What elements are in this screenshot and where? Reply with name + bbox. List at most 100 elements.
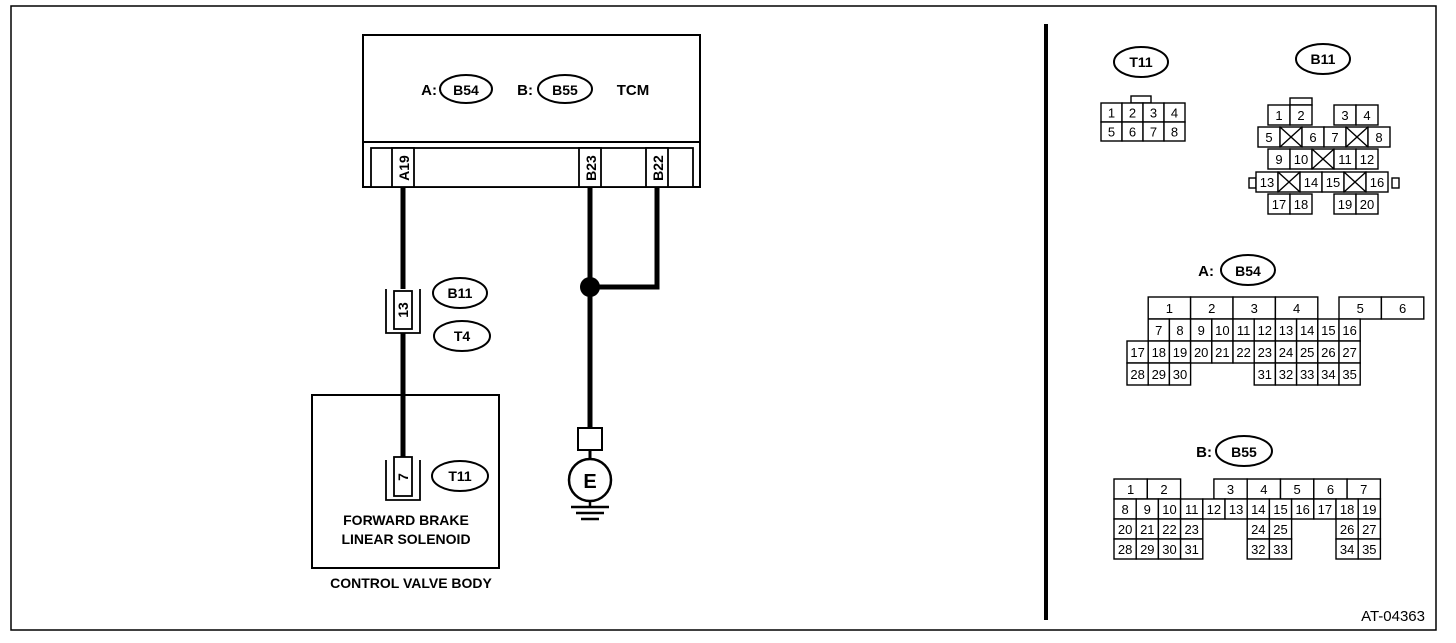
- svg-text:3: 3: [1227, 482, 1234, 497]
- svg-text:7: 7: [1331, 130, 1338, 145]
- svg-text:9: 9: [1275, 152, 1282, 167]
- connector-b54-cell: 8: [1168, 318, 1192, 342]
- connector-b54-cell: 27: [1338, 340, 1361, 364]
- connector-b54-cell: 22: [1232, 340, 1255, 364]
- svg-text:22: 22: [1162, 522, 1176, 537]
- connector-b11-cell: 18: [1289, 193, 1313, 215]
- connector-b55-cell: 4: [1246, 478, 1282, 500]
- svg-text:27: 27: [1362, 522, 1376, 537]
- connector-b11-cell: 7: [1323, 126, 1347, 148]
- connector-b54-cell: 18: [1147, 340, 1171, 364]
- connector-b11-cell: 10: [1289, 148, 1313, 170]
- connector-view-b54-prefix: A:: [1198, 263, 1214, 280]
- connector-b54-cell: 17: [1126, 340, 1149, 364]
- connector-b54-cell: 14: [1295, 318, 1319, 342]
- connector-b55-cell: 9: [1135, 498, 1160, 520]
- connector-b55-cell: 8: [1113, 498, 1137, 520]
- connector-t11-cell: 8: [1163, 121, 1186, 142]
- connector-b55-cell: 16: [1290, 498, 1315, 520]
- connector-b54-cell: 31: [1253, 362, 1277, 386]
- svg-text:3: 3: [1150, 106, 1157, 121]
- solenoid-pin-label: 7: [395, 473, 411, 481]
- diagram-frame: [10, 5, 1437, 631]
- svg-text:26: 26: [1340, 522, 1354, 537]
- svg-text:6: 6: [1129, 125, 1136, 140]
- harness-connector-1-badge: [432, 277, 488, 309]
- svg-text:1: 1: [1108, 106, 1115, 121]
- ground-symbol: E: [567, 427, 613, 521]
- connector-b54-cell: 15: [1317, 318, 1340, 342]
- connector-b54-cell: 13: [1274, 318, 1298, 342]
- connector-b11-cell: 12: [1355, 148, 1379, 170]
- harness-pin-label: 13: [395, 302, 411, 318]
- connector-b55-cell: 20: [1113, 518, 1137, 540]
- connector-view-b55-label: B55: [1231, 444, 1257, 460]
- connector-b55-cell: 22: [1157, 518, 1182, 540]
- svg-text:5: 5: [1294, 482, 1301, 497]
- harness-connector-2-badge: [433, 320, 491, 352]
- connector-b54-cell: 20: [1189, 340, 1213, 364]
- connector-b55-cell: 7: [1346, 478, 1382, 500]
- tcm-connector-b-badge: [537, 74, 593, 104]
- connector-b11-blank-cell: [1279, 126, 1303, 148]
- connector-b55-cell: 29: [1135, 538, 1160, 560]
- control-valve-body: 7 T11 FORWARD BRAKE LINEAR SOLENOID CONT…: [311, 394, 500, 591]
- svg-text:1: 1: [1166, 301, 1173, 316]
- connector-b55-cell: 25: [1268, 518, 1293, 540]
- svg-text:31: 31: [1258, 367, 1272, 382]
- connector-b54-cell: 21: [1211, 340, 1234, 364]
- connector-b54-cell: 12: [1253, 318, 1277, 342]
- svg-text:26: 26: [1321, 345, 1335, 360]
- svg-text:24: 24: [1279, 345, 1293, 360]
- tcm-connector-a-prefix: A:: [421, 82, 437, 99]
- connector-b11-cell: 19: [1333, 193, 1357, 215]
- svg-text:18: 18: [1340, 502, 1354, 517]
- connector-b54-cell: 26: [1317, 340, 1340, 364]
- solenoid-connector-badge: [431, 460, 489, 492]
- connector-b55-cell: 3: [1213, 478, 1248, 500]
- svg-text:5: 5: [1108, 125, 1115, 140]
- svg-text:6: 6: [1399, 301, 1406, 316]
- connector-b54-cell: 34: [1317, 362, 1340, 386]
- svg-text:4: 4: [1171, 106, 1178, 121]
- svg-text:7: 7: [1150, 125, 1157, 140]
- solenoid-label-line2: LINEAR SOLENOID: [341, 531, 470, 547]
- svg-text:17: 17: [1272, 197, 1286, 212]
- svg-text:33: 33: [1300, 367, 1314, 382]
- svg-text:1: 1: [1127, 482, 1134, 497]
- svg-text:29: 29: [1140, 542, 1154, 557]
- solenoid-label-line1: FORWARD BRAKE: [343, 512, 469, 528]
- connector-b11-cell: 11: [1333, 148, 1357, 170]
- connector-b55-cell: 12: [1202, 498, 1226, 520]
- svg-text:25: 25: [1273, 522, 1287, 537]
- connector-b55-cell: 18: [1335, 498, 1359, 520]
- svg-text:23: 23: [1258, 345, 1272, 360]
- tcm-connector-b-label: B55: [552, 82, 578, 98]
- svg-text:9: 9: [1144, 502, 1151, 517]
- svg-text:5: 5: [1357, 301, 1364, 316]
- connector-b54-cell: 19: [1168, 340, 1192, 364]
- svg-text:6: 6: [1327, 482, 1334, 497]
- connector-b55-cell: 28: [1113, 538, 1137, 560]
- svg-text:13: 13: [1279, 323, 1293, 338]
- svg-text:4: 4: [1293, 301, 1300, 316]
- ground-label: E: [583, 471, 596, 493]
- connector-b54-cell: 30: [1168, 362, 1192, 386]
- connector-b55-cell: 15: [1268, 498, 1293, 520]
- svg-text:13: 13: [1229, 502, 1243, 517]
- svg-text:35: 35: [1342, 367, 1356, 382]
- tcm-connector-a-badge: [439, 74, 493, 104]
- connector-b55-cell: 11: [1179, 498, 1204, 520]
- svg-text:16: 16: [1295, 502, 1309, 517]
- connector-b11-cell: 16: [1365, 171, 1389, 193]
- connector-b54-cell: 3: [1232, 296, 1277, 320]
- svg-text:28: 28: [1118, 542, 1132, 557]
- tcm-title: TCM: [617, 82, 650, 99]
- svg-text:4: 4: [1260, 482, 1267, 497]
- connector-b54-cell: 24: [1274, 340, 1298, 364]
- connector-view-b11-label: B11: [1311, 51, 1336, 67]
- svg-text:35: 35: [1362, 542, 1376, 557]
- svg-text:31: 31: [1184, 542, 1198, 557]
- connector-b54-cell: 2: [1189, 296, 1234, 320]
